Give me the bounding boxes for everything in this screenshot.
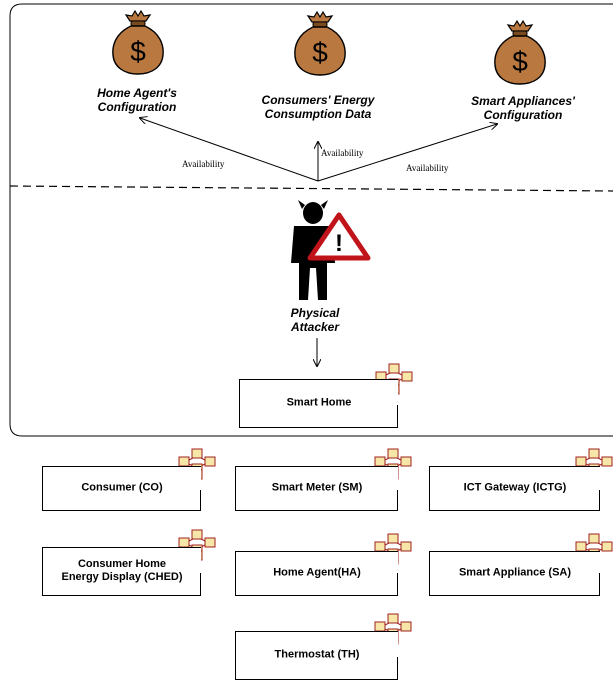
trust-boundary-line: [9, 185, 613, 192]
component-edge: [200, 490, 201, 510]
component-smart-appliance: Smart Appliance (SA): [429, 551, 600, 596]
svg-text:$: $: [512, 46, 528, 77]
component-label-consumer: Consumer (CO): [81, 481, 163, 494]
component-smart-home: Smart Home: [239, 379, 398, 428]
component-label-ict-gateway: ICT Gateway (ICTG): [463, 481, 567, 494]
component-label-thermostat: Thermostat (TH): [274, 648, 360, 661]
component-thermostat: Thermostat (TH): [235, 631, 398, 680]
attacker-icon: !: [291, 200, 371, 300]
asset-label-home-agent-config: Home Agent's Configuration: [97, 86, 177, 114]
component-consumer-home-energy-display: Consumer Home Energy Display (CHED): [42, 547, 201, 596]
component-home-agent: Home Agent(HA): [235, 551, 398, 596]
component-label-consumer-home-energy-display: Consumer Home Energy Display (CHED): [61, 558, 183, 583]
component-consumer: Consumer (CO): [42, 466, 201, 511]
component-edge: [397, 573, 398, 595]
availability-label-right: Availability: [406, 163, 449, 173]
component-edge: [397, 405, 398, 427]
money-bag-icon: $: [494, 20, 546, 85]
availability-label-left: Availability: [182, 159, 225, 169]
component-ict-gateway: ICT Gateway (ICTG): [429, 466, 600, 511]
arrow-to-appliances-config: [317, 124, 497, 182]
smart-home-boundary: [9, 3, 613, 437]
component-edge: [599, 490, 600, 510]
asset-label-energy-data: Consumers' Energy Consumption Data: [261, 93, 375, 121]
arrow-to-home-agent-config: [140, 118, 319, 182]
component-label-home-agent: Home Agent(HA): [273, 566, 361, 579]
component-label-smart-meter: Smart Meter (SM): [271, 481, 363, 494]
component-edge: [200, 573, 201, 595]
component-edge: [397, 657, 398, 679]
asset-label-appliances-config: Smart Appliances' Configuration: [471, 94, 575, 122]
component-label-smart-home: Smart Home: [286, 396, 352, 409]
component-edge: [397, 490, 398, 510]
component-label-smart-appliance: Smart Appliance (SA): [458, 566, 572, 579]
component-smart-meter: Smart Meter (SM): [235, 466, 398, 511]
availability-label-center: Availability: [321, 148, 364, 158]
svg-text:$: $: [130, 36, 146, 67]
money-bag-icon: $: [112, 10, 164, 75]
component-edge: [599, 573, 600, 595]
svg-text:!: !: [335, 230, 343, 257]
attacker-label: Physical Attacker: [290, 306, 340, 334]
svg-text:$: $: [312, 37, 328, 68]
money-bag-icon: $: [294, 11, 346, 76]
